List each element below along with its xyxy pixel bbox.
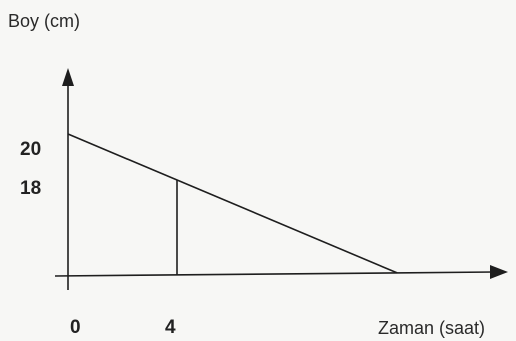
y-tick-label-18: 18	[20, 178, 41, 199]
y-tick-label-20: 20	[20, 139, 41, 160]
y-axis-label: Boy (cm)	[8, 11, 80, 31]
x-axis-label: Zaman (saat)	[378, 318, 485, 338]
chart-marks	[67, 133, 398, 275]
x-tick-label-0: 0	[70, 317, 81, 338]
axes	[54, 68, 508, 290]
y-axis-arrow-icon	[62, 68, 74, 86]
series-line	[67, 133, 398, 274]
x-tick-label-4: 4	[165, 317, 176, 338]
x-axis	[54, 271, 495, 277]
x-axis-arrow-icon	[490, 265, 508, 279]
